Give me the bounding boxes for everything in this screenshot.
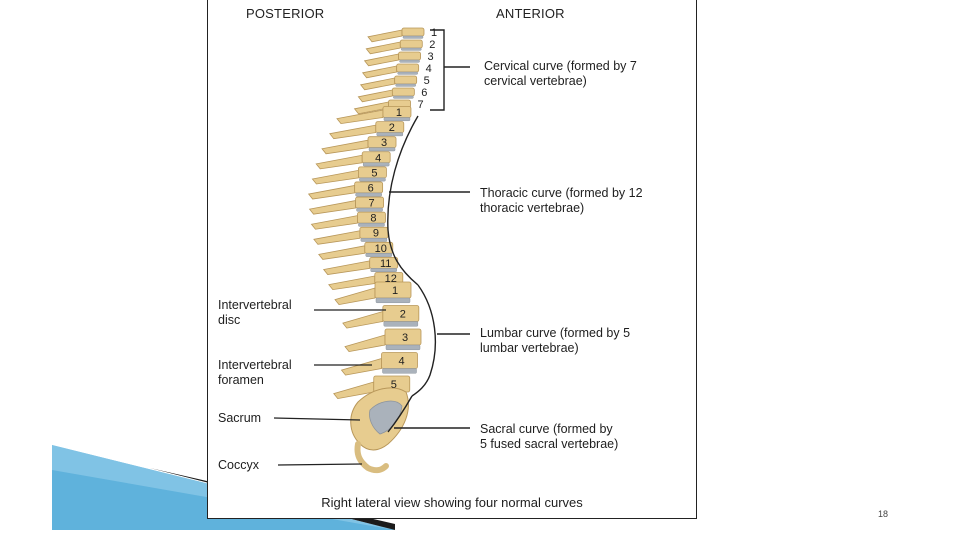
left-label-leaders bbox=[273, 309, 386, 466]
thoracic-vertebra-number: 1 bbox=[396, 107, 402, 119]
thoracic-vertebra-number: 8 bbox=[370, 213, 376, 225]
thoracic-spinous-process bbox=[307, 184, 356, 200]
page-number: 18 bbox=[878, 509, 889, 519]
thoracic-vertebra-number: 5 bbox=[371, 167, 377, 179]
thoracic-spinous-process bbox=[315, 154, 363, 170]
thoracic-spinous-process bbox=[328, 275, 376, 291]
lumbar-vertebra-number: 5 bbox=[391, 379, 397, 391]
thoracic-spinous-process bbox=[311, 169, 359, 185]
thoracic-spinous-process bbox=[321, 139, 369, 155]
thoracic-vertebra-number: 11 bbox=[380, 258, 391, 270]
sacral-curve-label: Sacral curve (formed by 5 fused sacral v… bbox=[480, 422, 619, 451]
thoracic-spinous-process bbox=[318, 245, 366, 260]
coccyx-bone bbox=[354, 441, 389, 474]
intervertebral-disc bbox=[355, 192, 382, 197]
intervertebral-disc bbox=[365, 253, 393, 257]
coccyx-label: Coccyx bbox=[218, 458, 259, 472]
cervical-vertebra-body bbox=[401, 27, 425, 37]
thoracic-vertebra-number: 2 bbox=[389, 122, 395, 134]
thoracic-vertebra-number: 7 bbox=[369, 198, 375, 210]
lumbar-vertebra-number: 1 bbox=[392, 285, 398, 297]
intervertebral-disc bbox=[397, 71, 418, 75]
cervical-vertebra-number: 2 bbox=[429, 39, 435, 51]
cervical-vertebra-number: 4 bbox=[426, 63, 432, 75]
diagram-frame: POSTERIOR ANTERIOR bbox=[207, 0, 697, 519]
intervertebral-disc bbox=[382, 368, 417, 374]
thoracic-spinous-process bbox=[313, 230, 361, 245]
cervical-vertebra-body bbox=[399, 39, 423, 49]
thoracic-vertebra-number: 3 bbox=[381, 137, 387, 149]
spine-column bbox=[307, 27, 425, 400]
intervertebral-disc bbox=[360, 237, 388, 242]
cervical-vertebra-number: 3 bbox=[428, 51, 434, 63]
intervertebral-disc bbox=[401, 47, 422, 51]
intervertebral-disc bbox=[383, 117, 411, 122]
thoracic-bracket bbox=[387, 115, 419, 286]
sacrum-label: Sacrum bbox=[218, 411, 262, 425]
intervertebral-disc bbox=[393, 95, 414, 99]
curve-brackets bbox=[387, 29, 470, 433]
intervertebral-disc bbox=[399, 59, 420, 63]
lumbar-spinous-process bbox=[342, 310, 384, 329]
sacrum-leader bbox=[273, 417, 361, 421]
lumbar-spinous-process bbox=[334, 287, 376, 306]
lumbar-bracket bbox=[411, 284, 436, 397]
lumbar-vertebra-number: 4 bbox=[398, 356, 404, 368]
cervical-vertebra-body bbox=[398, 51, 421, 61]
cervical-vertebra-number: 1 bbox=[431, 27, 437, 39]
intervertebral-disc bbox=[362, 162, 390, 167]
coccyx-leader bbox=[277, 463, 363, 466]
intervertebral-disc bbox=[395, 83, 416, 87]
thoracic-spinous-process bbox=[322, 260, 371, 275]
lumbar-spinous-process bbox=[344, 334, 386, 353]
cervical-curve-label: Cervical curve (formed by 7 cervical ver… bbox=[484, 59, 637, 88]
thoracic-spinous-process bbox=[310, 215, 358, 230]
cervical-spinous-process bbox=[361, 65, 398, 79]
thoracic-spinous-process bbox=[308, 200, 356, 215]
thoracic-curve-label: Thoracic curve (formed by 12 thoracic ve… bbox=[480, 186, 643, 215]
cervical-vertebra-number: 7 bbox=[417, 99, 423, 111]
intervertebral-disc bbox=[359, 177, 386, 182]
thoracic-vertebra-number: 6 bbox=[368, 182, 374, 194]
sacral-bracket bbox=[387, 395, 413, 433]
intervertebral-disc bbox=[368, 147, 396, 152]
intervertebral-foramen-label: Intervertebral foramen bbox=[218, 358, 292, 387]
cervical-spinous-process bbox=[365, 41, 401, 55]
figure-caption: Right lateral view showing four normal c… bbox=[321, 495, 583, 510]
cervical-vertebra-body bbox=[394, 75, 418, 85]
intervertebral-disc bbox=[383, 321, 419, 327]
lumbar-curve-label: Lumbar curve (formed by 5 lumbar vertebr… bbox=[480, 326, 631, 355]
intervertebral-disc bbox=[356, 207, 383, 212]
cervical-spinous-process bbox=[359, 77, 396, 91]
cervical-vertebra-body bbox=[396, 63, 420, 73]
cervical-spinous-process bbox=[367, 29, 403, 43]
cervical-bracket bbox=[430, 29, 445, 111]
cervical-vertebra-body bbox=[391, 87, 415, 97]
cervical-vertebra-number: 5 bbox=[424, 75, 430, 87]
thoracic-vertebra-number: 12 bbox=[385, 273, 397, 285]
cervical-spinous-process bbox=[363, 53, 399, 67]
cervical-spinous-process bbox=[357, 89, 393, 103]
posterior-header: POSTERIOR bbox=[246, 6, 325, 21]
intervertebral-disc bbox=[402, 35, 424, 39]
intervertebral-disc-label: Intervertebral disc bbox=[218, 298, 292, 327]
cervical-vertebra-number: 6 bbox=[421, 87, 427, 99]
intervertebral-disc bbox=[376, 132, 404, 137]
anterior-header: ANTERIOR bbox=[496, 6, 565, 21]
intervertebral-disc bbox=[375, 297, 411, 304]
thoracic-vertebra-number: 9 bbox=[373, 228, 379, 240]
thoracic-vertebra-number: 4 bbox=[375, 152, 381, 164]
thoracic-vertebra-number: 10 bbox=[375, 243, 387, 255]
lumbar-vertebra-number: 2 bbox=[400, 309, 406, 321]
lumbar-vertebra-number: 3 bbox=[402, 332, 408, 344]
lumbar-spinous-process bbox=[340, 357, 382, 376]
intervertebral-disc bbox=[385, 344, 421, 351]
intervertebral-disc bbox=[370, 268, 397, 272]
intervertebral-disc bbox=[358, 222, 385, 227]
